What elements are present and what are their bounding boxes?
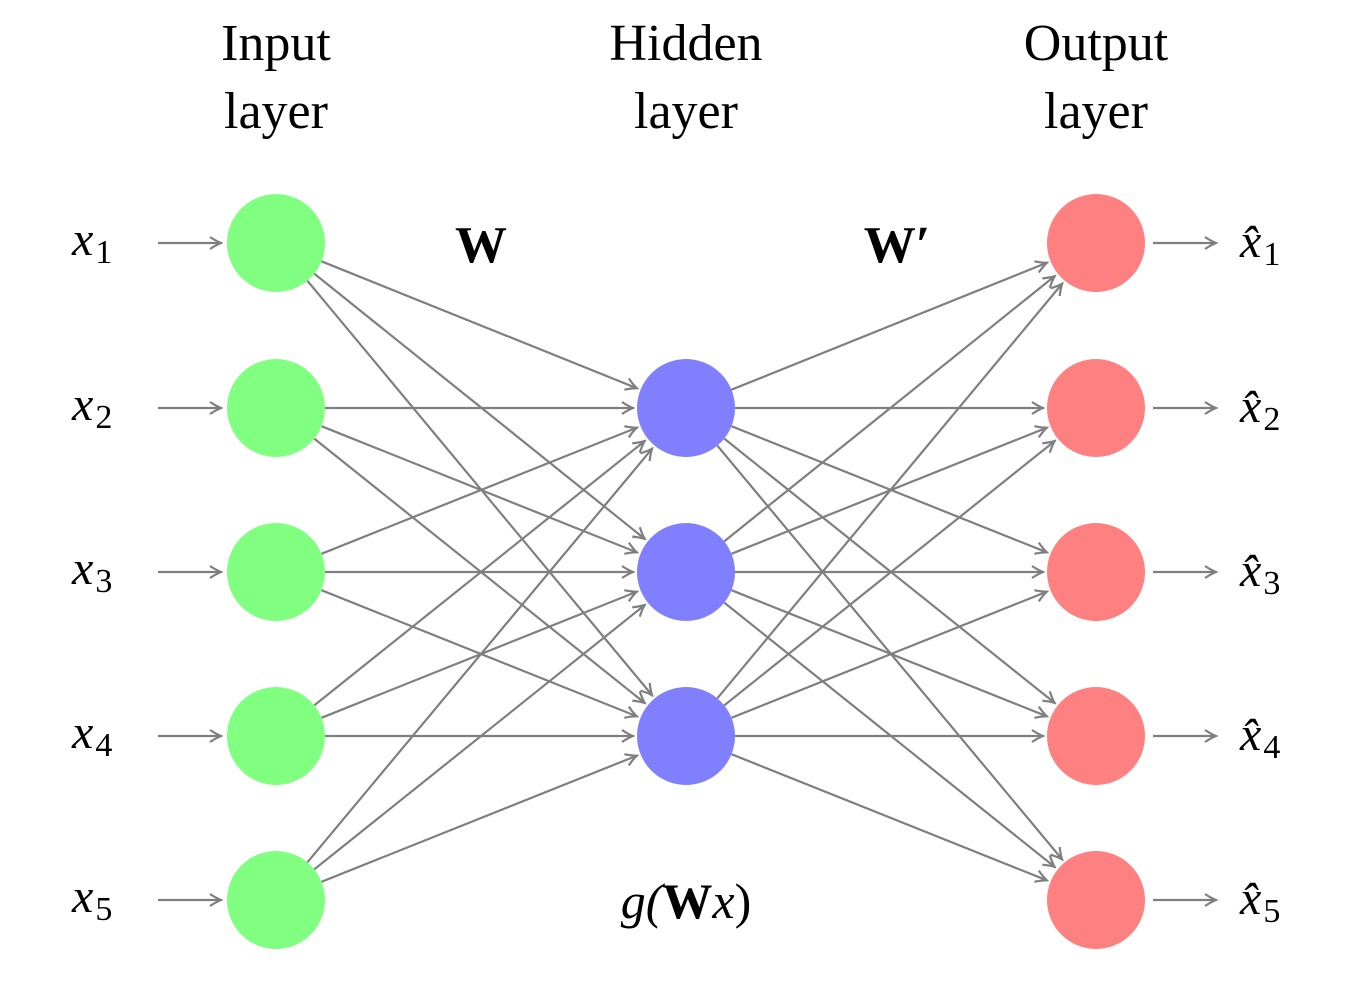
edge-hidden-3-to-output-2 bbox=[723, 441, 1054, 707]
edge-input-5-to-hidden-3 bbox=[321, 756, 636, 883]
output-layer-title-line1: Output bbox=[1024, 15, 1169, 72]
input-label-5: x5 bbox=[71, 870, 112, 928]
input-node-1 bbox=[227, 194, 325, 292]
output-label-5: x̂5 bbox=[1239, 872, 1280, 930]
input-node-5 bbox=[227, 851, 325, 949]
output-node-1 bbox=[1047, 194, 1145, 292]
hidden-layer-title-line1: Hidden bbox=[609, 15, 762, 72]
hidden-node-3 bbox=[637, 687, 735, 785]
edge-input-2-to-hidden-3 bbox=[313, 437, 644, 703]
edge-input-3-to-hidden-1 bbox=[321, 428, 636, 555]
edge-hidden-3-to-output-3 bbox=[731, 592, 1046, 719]
encoder-weight-label: W bbox=[455, 217, 507, 274]
input-label-3: x3 bbox=[71, 542, 112, 600]
formula-fn: g( bbox=[621, 873, 666, 929]
input-label-2: x2 bbox=[71, 378, 112, 436]
edge-hidden-1-to-output-3 bbox=[731, 425, 1046, 552]
nodes bbox=[227, 194, 1145, 949]
input-label-1: x1 bbox=[71, 213, 112, 271]
hidden-activation-formula: g(Wx) bbox=[621, 873, 752, 929]
output-node-3 bbox=[1047, 523, 1145, 621]
hidden-node-2 bbox=[637, 523, 735, 621]
edge-hidden-3-to-output-1 bbox=[716, 284, 1062, 700]
formula-weight: W bbox=[662, 873, 712, 929]
output-label-1: x̂1 bbox=[1239, 215, 1280, 273]
edge-input-1-to-hidden-3 bbox=[306, 279, 652, 696]
formula-var: x bbox=[711, 873, 734, 929]
io-labels: x1 x2 x3 x4 x5 x̂1 x̂2 x̂3 x̂4 x̂5 bbox=[71, 213, 1280, 930]
input-node-3 bbox=[227, 523, 325, 621]
output-node-2 bbox=[1047, 359, 1145, 457]
edge-input-5-to-hidden-1 bbox=[306, 449, 652, 864]
input-label-4: x4 bbox=[71, 706, 112, 764]
output-layer-title-line2: layer bbox=[1044, 83, 1148, 140]
edge-hidden-1-to-output-1 bbox=[731, 263, 1046, 391]
formula-close: ) bbox=[735, 873, 752, 929]
output-node-5 bbox=[1047, 851, 1145, 949]
input-node-2 bbox=[227, 359, 325, 457]
edge-hidden-2-to-output-1 bbox=[723, 276, 1054, 543]
edge-input-2-to-hidden-2 bbox=[321, 425, 636, 552]
edge-hidden-2-to-output-4 bbox=[731, 589, 1046, 716]
edge-input-5-to-hidden-2 bbox=[313, 605, 644, 871]
edge-hidden-1-to-output-4 bbox=[723, 437, 1054, 703]
output-label-4: x̂4 bbox=[1239, 708, 1280, 766]
decoder-weight-label: W′ bbox=[864, 217, 931, 274]
input-node-4 bbox=[227, 687, 325, 785]
edge-hidden-3-to-output-5 bbox=[731, 753, 1046, 880]
output-label-3: x̂3 bbox=[1239, 544, 1280, 602]
edge-input-4-to-hidden-1 bbox=[313, 441, 644, 707]
edge-input-1-to-hidden-2 bbox=[313, 272, 644, 539]
input-layer-title-line2: layer bbox=[224, 83, 328, 140]
edge-input-3-to-hidden-3 bbox=[321, 589, 636, 716]
connections bbox=[306, 260, 1062, 883]
hidden-node-1 bbox=[637, 359, 735, 457]
edge-hidden-2-to-output-5 bbox=[723, 601, 1054, 867]
hidden-layer-title-line2: layer bbox=[634, 83, 738, 140]
edge-input-1-to-hidden-1 bbox=[321, 260, 636, 388]
input-layer-title-line1: Input bbox=[221, 15, 331, 72]
output-node-4 bbox=[1047, 687, 1145, 785]
output-label-2: x̂2 bbox=[1239, 380, 1280, 438]
